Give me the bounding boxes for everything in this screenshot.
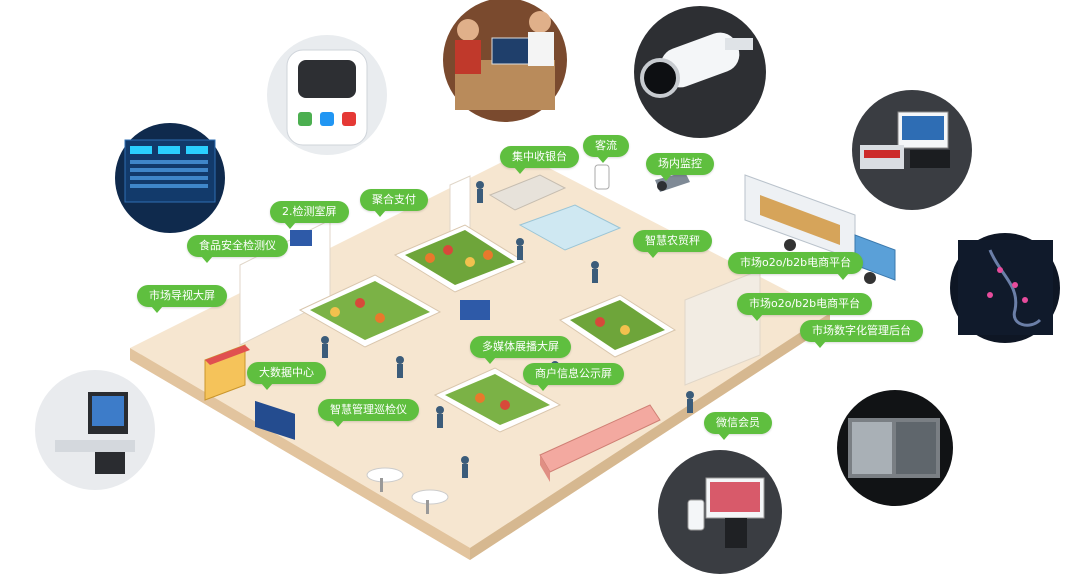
label-big-data-center: 大数据中心	[247, 362, 326, 390]
info-screens	[255, 230, 490, 440]
label-customer-flow: 客流	[583, 135, 629, 163]
label-merchant-info-screen: 商户信息公示屏	[523, 363, 624, 391]
seating-area	[366, 467, 449, 514]
label-smart-farm-scale: 智慧农贸秤	[633, 230, 712, 258]
device-circle-mobile-pos	[658, 450, 782, 574]
device-circle-detector	[267, 35, 387, 155]
label-aggregate-payment: 聚合支付	[360, 189, 428, 217]
meat-counter	[539, 404, 661, 482]
device-circle-camera	[634, 6, 766, 138]
device-circle-cctv	[837, 390, 953, 506]
entrance-gate	[204, 344, 250, 401]
label-food-safety-tester: 食品安全检测仪	[187, 235, 288, 263]
device-circle-pos	[852, 90, 972, 210]
label-o2o-platform-2: 市场o2o/b2b电商平台	[737, 293, 873, 321]
device-circle-scale	[35, 370, 155, 490]
label-smart-inspection: 智慧管理巡检仪	[318, 399, 419, 427]
device-circle-dashboard	[115, 123, 225, 233]
label-central-checkout: 集中收银台	[500, 146, 579, 174]
label-multimedia-screen: 多媒体展播大屏	[470, 336, 571, 364]
device-circle-checkout-photo	[443, 0, 567, 122]
floor-devices	[594, 164, 690, 192]
device-circle-map	[950, 233, 1060, 343]
label-onsite-monitoring: 场内监控	[646, 153, 714, 181]
delivery-truck	[744, 174, 896, 284]
label-wechat-member: 微信会员	[704, 412, 772, 440]
label-digital-management: 市场数字化管理后台	[800, 320, 923, 348]
label-market-guide-screen: 市场导视大屏	[137, 285, 227, 313]
label-testing-room-screen: 2.检测室屏	[270, 201, 349, 229]
checkout-counter	[488, 174, 622, 251]
produce-stalls	[298, 224, 677, 433]
label-o2o-platform-1: 市场o2o/b2b电商平台	[728, 252, 864, 280]
